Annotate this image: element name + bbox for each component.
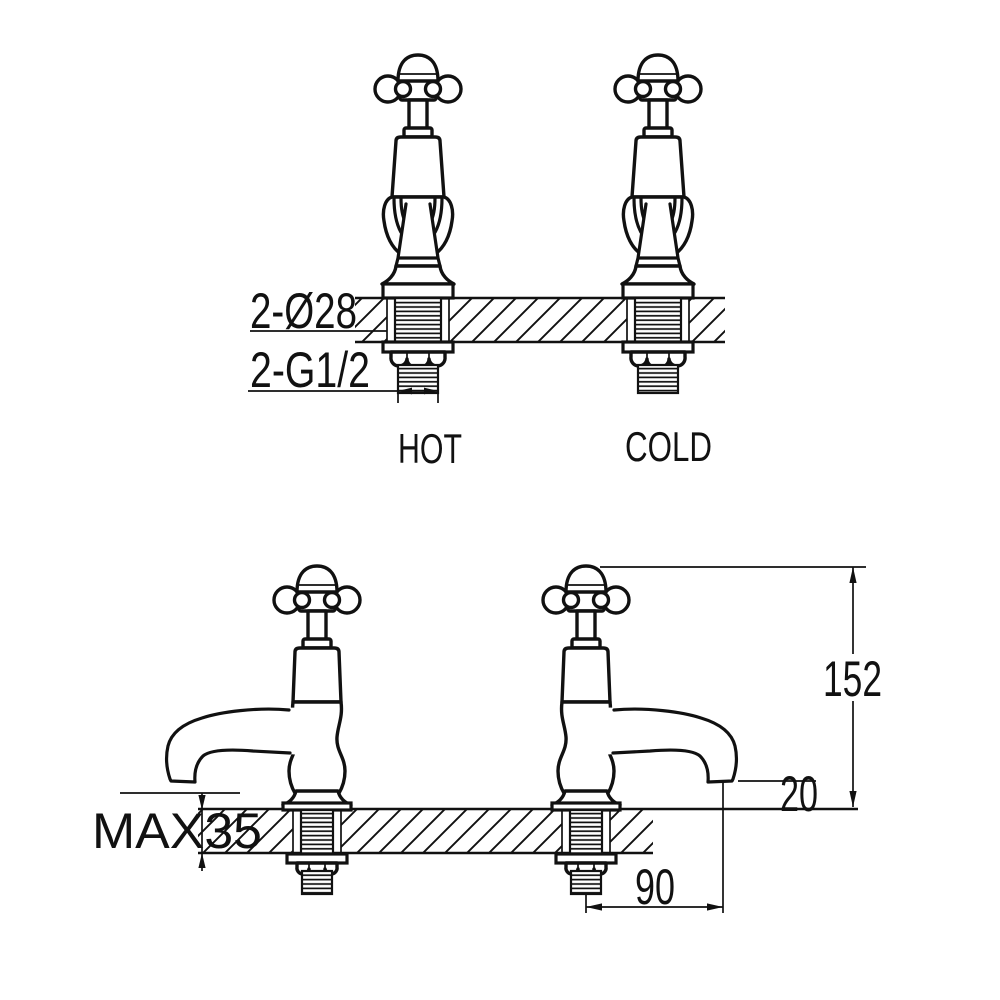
hole-diameter-label: 2-Ø28 — [250, 283, 357, 339]
hot-label: HOT — [398, 425, 462, 472]
dim-max-deck-thickness: MAX35 — [92, 792, 262, 871]
cold-label: COLD — [625, 423, 712, 470]
dim-spout-clearance: 20 — [738, 766, 818, 822]
side-elevation-view: 152 20 MAX35 90 — [92, 566, 882, 915]
arrow-down — [198, 795, 206, 810]
spout-reach-label: 90 — [635, 859, 675, 915]
dim-hole-diameter: 2-Ø28 — [250, 283, 387, 339]
overall-height-label: 152 — [823, 651, 882, 707]
dim-overall-height: 152 — [600, 566, 882, 807]
arrow-down — [849, 791, 857, 807]
arrow-left — [398, 387, 412, 395]
arrow-right — [424, 387, 438, 395]
hot-tap-front — [375, 55, 461, 393]
arrow-left — [586, 903, 602, 911]
spout-clearance-label: 20 — [780, 766, 818, 822]
arrow-up — [849, 567, 857, 583]
dim-spout-reach: 90 — [585, 781, 724, 915]
dim-thread-size: 2-G1/2 — [248, 342, 439, 403]
arrow-right — [707, 903, 723, 911]
arrow-up — [198, 853, 206, 868]
cold-tap-front — [615, 55, 701, 393]
thread-size-label: 2-G1/2 — [250, 342, 370, 398]
max-deck-thickness-label: MAX35 — [92, 803, 262, 859]
front-elevation-view: 2-Ø28 2-G1/2 HOT COLD — [248, 55, 725, 472]
dimension-lines — [585, 781, 724, 913]
